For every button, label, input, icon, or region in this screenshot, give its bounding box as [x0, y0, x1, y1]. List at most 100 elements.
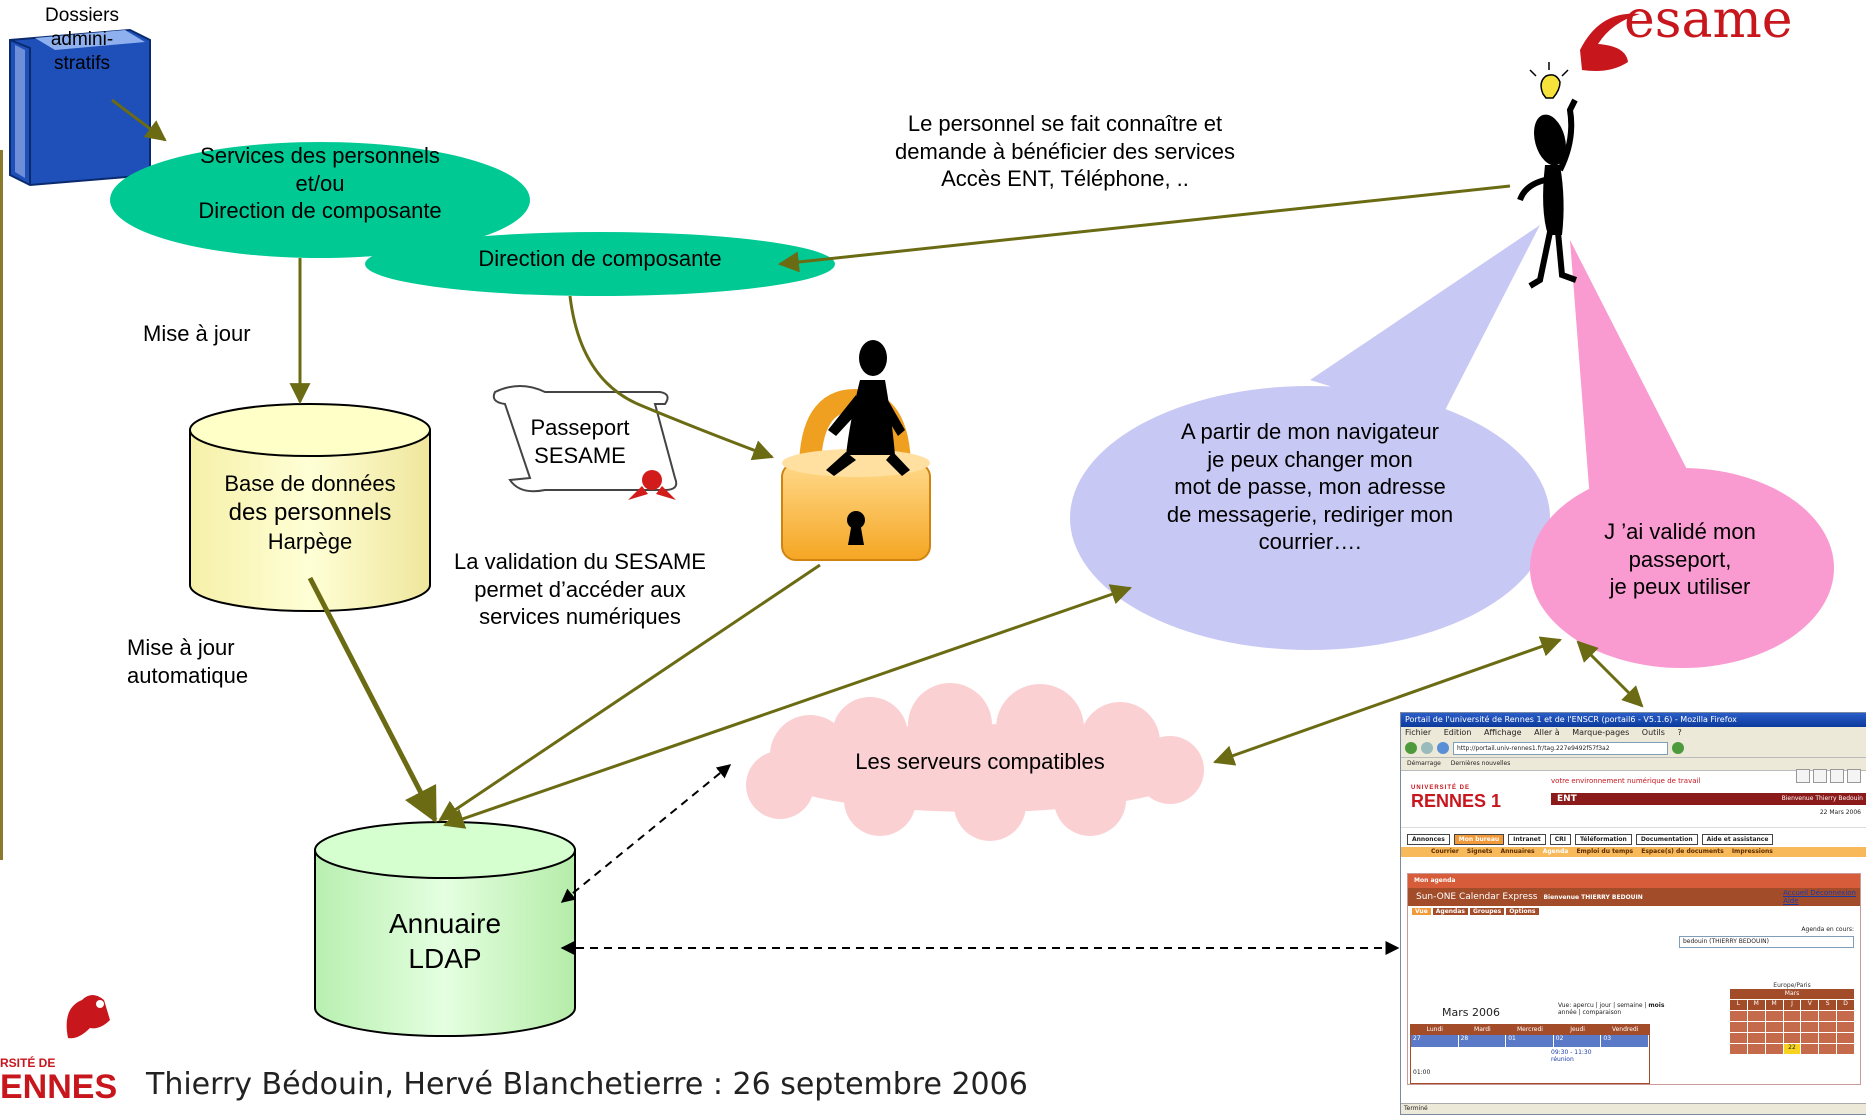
- menu-item[interactable]: Outils: [1641, 728, 1665, 737]
- agenda-panel-title: Mon agenda: [1408, 874, 1860, 888]
- subtab[interactable]: Impressions: [1731, 848, 1773, 855]
- calendar-tab[interactable]: Options: [1506, 908, 1539, 915]
- tab-annonces[interactable]: Annonces: [1407, 834, 1450, 845]
- menu-item[interactable]: Marque-pages: [1572, 728, 1630, 737]
- tab-cri[interactable]: CRI: [1549, 834, 1572, 845]
- update-label: Mise à jour: [143, 321, 251, 346]
- agenda-select[interactable]: bedouin (THIERRY BEDOUIN): [1679, 936, 1854, 948]
- arrow-base-to-ldap: [307, 576, 438, 824]
- view-link[interactable]: année: [1558, 1009, 1577, 1016]
- mini-day-cell[interactable]: [1765, 1033, 1783, 1043]
- view-link[interactable]: apercu: [1573, 1002, 1594, 1009]
- mini-day-cell[interactable]: [1783, 1033, 1801, 1043]
- menu-item[interactable]: ?: [1677, 728, 1682, 737]
- mini-day-cell[interactable]: [1765, 1011, 1783, 1021]
- home-icon[interactable]: [1796, 769, 1810, 783]
- mini-day-cell[interactable]: [1801, 1033, 1819, 1043]
- mini-day-cell[interactable]: [1819, 1011, 1837, 1021]
- services-label: Services des personnels et/ou Direction …: [198, 143, 442, 223]
- view-link[interactable]: comparaison: [1582, 1009, 1622, 1016]
- mini-day-cell[interactable]: [1730, 1044, 1747, 1054]
- menu-item[interactable]: Aller à: [1534, 728, 1560, 737]
- mini-day-cell[interactable]: [1747, 1011, 1765, 1021]
- tab-intranet[interactable]: Intranet: [1508, 834, 1546, 845]
- subtab[interactable]: Annuaires: [1500, 848, 1535, 855]
- mini-day-cell[interactable]: [1801, 1022, 1819, 1032]
- subtab[interactable]: Signets: [1466, 848, 1493, 855]
- mini-day-cell[interactable]: [1837, 1011, 1854, 1021]
- mini-day-cell[interactable]: 22: [1783, 1044, 1801, 1054]
- tab-aide[interactable]: Aide et assistance: [1701, 834, 1774, 845]
- menu-item[interactable]: Affichage: [1483, 728, 1522, 737]
- university-logo-mark: [66, 995, 110, 1039]
- servers-label: Les serveurs compatibles: [855, 749, 1105, 774]
- mini-day-cell[interactable]: [1747, 1033, 1765, 1043]
- pink-bubble-tail: [1570, 240, 1700, 500]
- view-link[interactable]: semaine: [1617, 1002, 1643, 1009]
- mini-day-cell[interactable]: [1819, 1044, 1837, 1054]
- mini-day-cell[interactable]: [1801, 1011, 1819, 1021]
- bookmark-item[interactable]: Dernières nouvelles: [1450, 760, 1511, 767]
- calendar-tab[interactable]: Groupes: [1469, 908, 1505, 915]
- subtab[interactable]: Emploi du temps: [1576, 848, 1634, 855]
- settings-icon[interactable]: [1830, 769, 1844, 783]
- reload-icon[interactable]: [1437, 742, 1449, 754]
- status-bar: Terminé: [1401, 1103, 1866, 1114]
- mini-day-cell[interactable]: [1747, 1044, 1765, 1054]
- calendar-tabs: Vue Agendas Groupes Options: [1408, 906, 1860, 917]
- mini-day-cell[interactable]: [1765, 1022, 1783, 1032]
- mini-day-cell[interactable]: [1783, 1022, 1801, 1032]
- month-title: Mars 2006: [1442, 1006, 1500, 1019]
- view-link[interactable]: jour: [1599, 1002, 1612, 1009]
- mini-day-cell[interactable]: [1819, 1033, 1837, 1043]
- mini-day-cell[interactable]: [1747, 1022, 1765, 1032]
- menu-item[interactable]: Edition: [1443, 728, 1472, 737]
- arrow-person-to-direction: [777, 184, 1511, 273]
- time-slot: 01:00: [1413, 1069, 1431, 1076]
- url-field[interactable]: http://portail.univ-rennes1.fr/tag.227e9…: [1453, 741, 1668, 755]
- menu-item[interactable]: Fichier: [1405, 728, 1432, 737]
- close-icon[interactable]: [1847, 769, 1861, 783]
- portal-tagline: votre environnement numérique de travail: [1551, 777, 1701, 785]
- mini-day-cell[interactable]: [1837, 1033, 1854, 1043]
- back-icon[interactable]: [1405, 742, 1417, 754]
- arrow-folder-to-services: [111, 98, 167, 142]
- subtab[interactable]: Espace(s) de documents: [1641, 848, 1724, 855]
- browser-toolbar: http://portail.univ-rennes1.fr/tag.227e9…: [1401, 739, 1866, 758]
- bookmarks-bar: Démarrage Dernières nouvelles: [1401, 758, 1866, 771]
- mini-day-cell[interactable]: [1765, 1044, 1783, 1054]
- view-link[interactable]: mois: [1648, 1002, 1665, 1009]
- bookmark-item[interactable]: Démarrage: [1407, 760, 1441, 767]
- mini-day-cell[interactable]: [1837, 1044, 1854, 1054]
- mini-day-cell[interactable]: [1730, 1022, 1747, 1032]
- go-icon[interactable]: [1672, 742, 1684, 754]
- ldap-cylinder: [314, 821, 576, 1037]
- mini-day-cell[interactable]: [1801, 1044, 1819, 1054]
- footer-logo-line2: ENNES: [0, 1068, 118, 1106]
- subtab[interactable]: Courrier: [1431, 848, 1459, 855]
- mini-day-cell[interactable]: [1837, 1022, 1854, 1032]
- portal-date: 22 Mars 2006: [1819, 809, 1861, 816]
- help-icon[interactable]: [1813, 769, 1827, 783]
- mini-day-cell[interactable]: [1730, 1011, 1747, 1021]
- folder-label: Dossiers admini- stratifs: [45, 5, 119, 74]
- mini-day-cell[interactable]: [1783, 1011, 1801, 1021]
- subtab[interactable]: Agenda: [1542, 848, 1569, 855]
- mini-day-header: D: [1837, 1000, 1854, 1010]
- mini-day-cell[interactable]: [1730, 1033, 1747, 1043]
- passport-scroll-icon: [492, 385, 678, 500]
- tab-documentation[interactable]: Documentation: [1635, 834, 1698, 845]
- sitting-figure-icon: [826, 340, 910, 476]
- mini-day-cell[interactable]: [1819, 1022, 1837, 1032]
- tab-teleformation[interactable]: Téléformation: [1575, 834, 1632, 845]
- mini-day-header: M: [1765, 1000, 1783, 1010]
- personnel-label: Le personnel se fait connaître et demand…: [895, 111, 1235, 191]
- calendar-tab[interactable]: Agendas: [1432, 908, 1468, 915]
- tab-mon-bureau[interactable]: Mon bureau: [1453, 834, 1505, 845]
- forward-icon[interactable]: [1421, 742, 1433, 754]
- calendar-tab[interactable]: Vue: [1412, 908, 1431, 915]
